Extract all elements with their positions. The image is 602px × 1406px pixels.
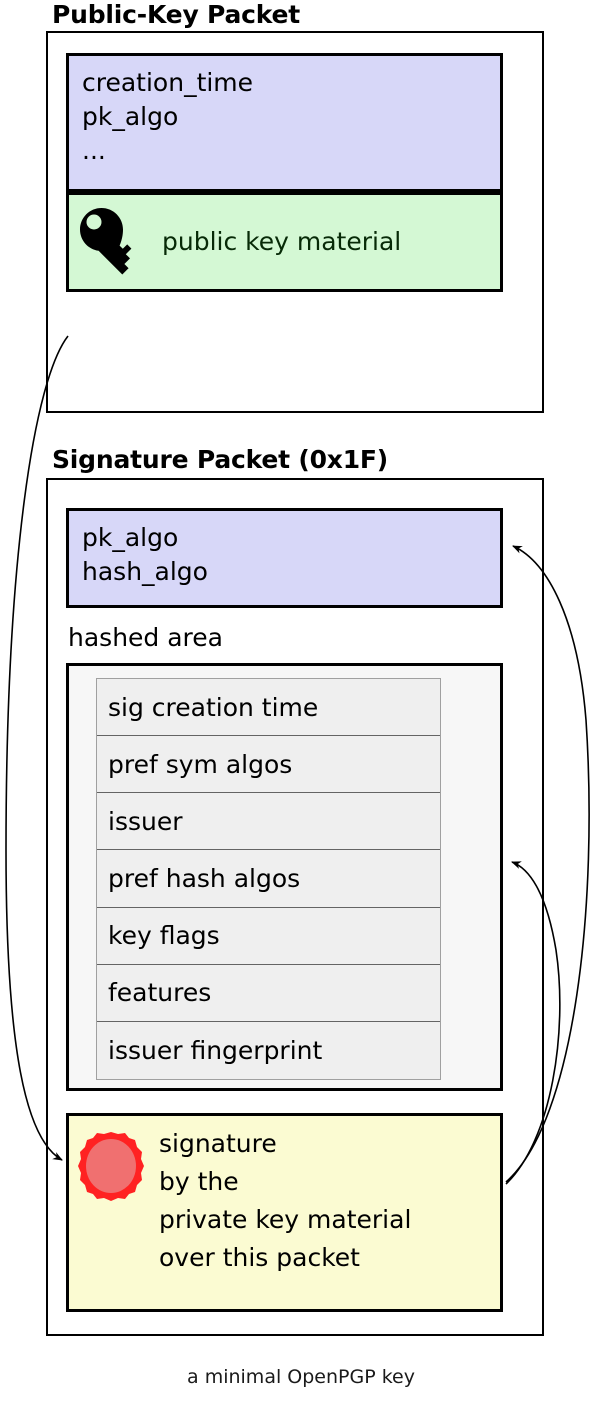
subpacket-label: sig creation time: [108, 692, 319, 722]
subpacket-label: issuer fingerprint: [108, 1035, 323, 1065]
subpacket-label: features: [108, 978, 212, 1008]
signature-text: signature by the private key material ov…: [159, 1129, 412, 1272]
subpacket-row: issuer: [97, 793, 440, 851]
subpacket-row: sig creation time: [97, 679, 440, 737]
public-key-material-field: public key material: [66, 192, 503, 292]
signature-field: signature by the private key material ov…: [66, 1113, 503, 1312]
public-key-material-label: public key material: [162, 227, 402, 256]
hashed-subpacket-list: sig creation time pref sym algos issuer …: [96, 678, 441, 1080]
signature-header-field: pk_algo hash_algo: [66, 508, 503, 608]
public-key-packet-title: Public-Key Packet: [52, 0, 301, 29]
signature-packet-title: Signature Packet (0x1F): [52, 445, 389, 474]
subpacket-row: pref sym algos: [97, 736, 440, 794]
wax-seal-icon: [75, 1130, 147, 1210]
subpacket-label: pref sym algos: [108, 749, 293, 779]
public-key-header-lines: creation_time pk_algo ...: [82, 68, 254, 165]
subpacket-label: key flags: [108, 921, 220, 951]
key-icon: [74, 202, 150, 282]
signature-header-lines: pk_algo hash_algo: [82, 523, 208, 586]
subpacket-row: key flags: [97, 907, 440, 965]
diagram-caption: a minimal OpenPGP key: [187, 1366, 415, 1388]
public-key-header-field: creation_time pk_algo ...: [66, 53, 503, 192]
subpacket-row: issuer fingerprint: [97, 1021, 440, 1079]
subpacket-label: pref hash algos: [108, 863, 301, 893]
subpacket-row: features: [97, 964, 440, 1022]
subpacket-row: pref hash algos: [97, 850, 440, 908]
subpacket-label: issuer: [108, 806, 183, 836]
hashed-area-label: hashed area: [68, 623, 223, 652]
